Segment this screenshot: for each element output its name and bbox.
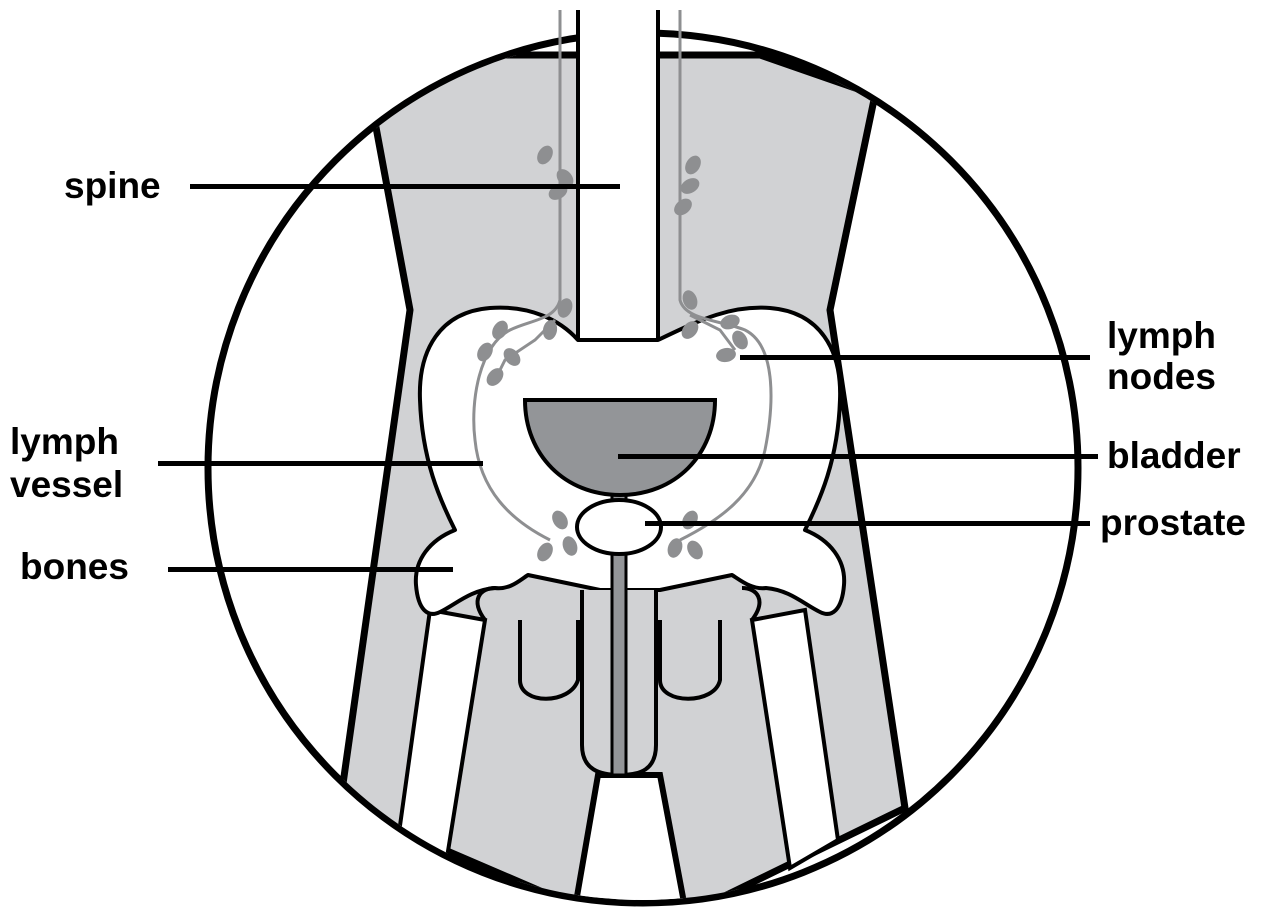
prostate-leader (645, 521, 1090, 526)
label-lymph-nodes-line1: lymph (1107, 316, 1216, 356)
label-lymph-vessel-line1: lymph (10, 422, 119, 462)
spine-leader (190, 184, 620, 189)
prostate (577, 500, 661, 554)
label-lymph-nodes-line2: nodes (1107, 357, 1216, 397)
bladder-leader (618, 454, 1098, 459)
lymph-vessel-leader (158, 461, 483, 466)
bones-leader (168, 567, 453, 572)
label-prostate: prostate (1100, 503, 1246, 543)
label-bladder: bladder (1107, 436, 1241, 476)
label-lymph-vessel-line2: vessel (10, 465, 123, 505)
label-spine: spine (64, 166, 161, 206)
label-bones: bones (20, 547, 129, 587)
lymph-nodes-leader (740, 355, 1090, 360)
spine (578, 10, 658, 340)
